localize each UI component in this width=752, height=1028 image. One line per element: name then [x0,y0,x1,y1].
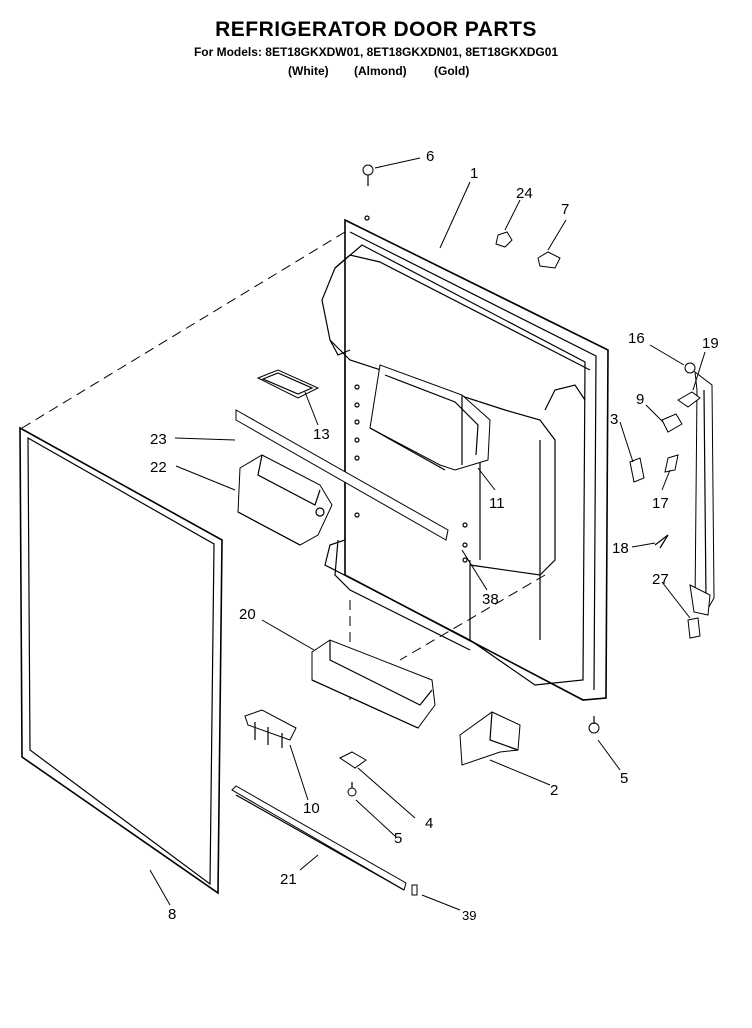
diagram-title: REFRIGERATOR DOOR PARTS [215,18,537,41]
dairy-compartment-door [237,454,333,546]
callout-8: 8 [168,906,176,923]
callout-11: 11 [489,495,505,512]
fasteners [339,164,600,797]
leader-lines [149,157,706,911]
callout-22: 22 [150,459,167,476]
callout-21: 21 [280,871,297,888]
callout-labels: 1 2 3 4 5 5 6 7 8 9 10 11 13 16 17 18 19… [150,148,719,923]
color-almond: (Almond) [354,64,407,78]
color-gold: (Gold) [434,64,470,78]
model-list: For Models: 8ET18GKXDW01, 8ET18GKXDN01, … [193,45,559,59]
shelf-pad [256,369,320,399]
hinge-assembly [629,362,715,639]
callout-10: 10 [303,800,320,817]
callout-1: 1 [470,165,478,182]
hinge-cover [459,711,521,766]
callout-39: 39 [462,908,476,923]
callout-13: 13 [313,426,330,443]
callout-23: 23 [150,431,167,448]
door-gasket [19,426,223,895]
trim-clip [411,884,418,896]
callout-6: 6 [426,148,434,165]
callout-16: 16 [628,330,645,347]
callout-9: 9 [636,391,644,408]
callout-5-upper: 5 [620,770,628,787]
callout-38: 38 [482,591,499,608]
upper-door-bin [369,364,491,471]
callout-3: 3 [610,411,618,428]
callout-18: 18 [612,540,629,557]
callout-27: 27 [652,571,669,588]
callout-19: 19 [702,335,719,352]
callout-7: 7 [561,201,569,218]
callout-24: 24 [516,185,533,202]
lower-door-bin [311,639,436,729]
callout-17: 17 [652,495,669,512]
callout-4: 4 [425,815,433,832]
callout-2: 2 [550,782,558,799]
callout-20: 20 [239,606,256,623]
color-white: (White) [288,64,329,78]
bottom-trim-strip [231,785,407,891]
callout-5-lower: 5 [394,830,402,847]
shelf-bar [235,409,449,541]
clip-bracket [244,709,297,748]
